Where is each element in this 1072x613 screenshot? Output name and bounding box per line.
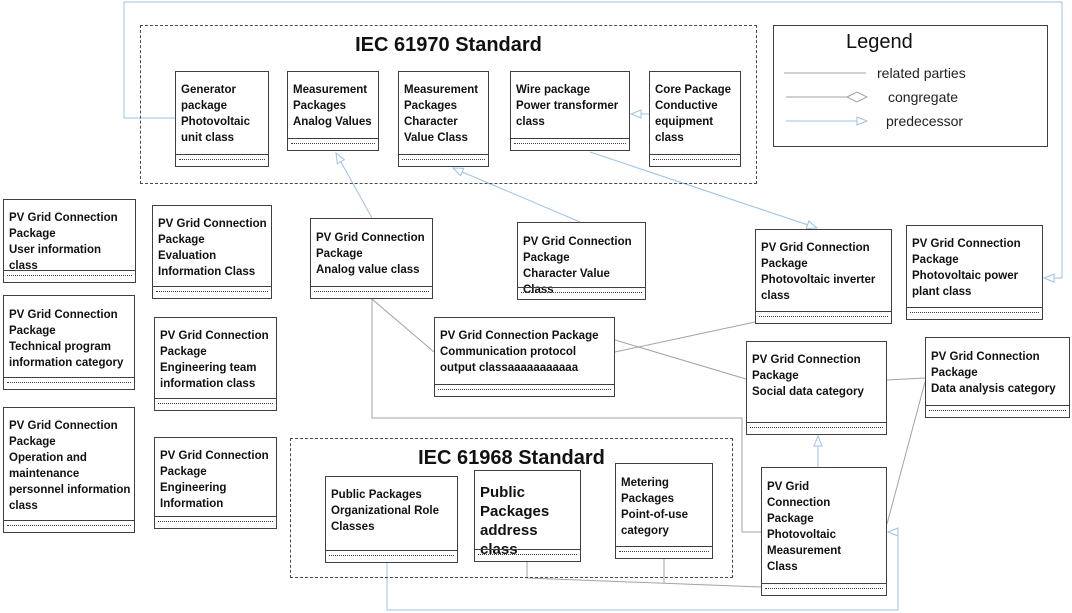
- relation-line-analog-value-to-measurement: [371, 299, 761, 533]
- class-name: Wire package Power transformer class: [516, 84, 619, 128]
- class-attribute-compartment: [4, 270, 135, 282]
- class-attribute-compartment: [311, 286, 432, 298]
- class-technical-program-information: PV Grid Connection Package Technical pro…: [3, 295, 135, 390]
- class-analog-value: PV Grid Connection Package Analog value …: [310, 218, 433, 299]
- class-photovoltaic-measurement: PV Grid Connection Package Photovoltaic …: [761, 467, 887, 596]
- iec-61970-title: IEC 61970 Standard: [355, 34, 542, 56]
- class-name: PV Grid Connection Package Engineering t…: [160, 330, 269, 390]
- class-name: PV Grid Connection Package Photovoltaic …: [912, 238, 1021, 298]
- class-name: PV Grid Connection Package Character Val…: [523, 236, 632, 296]
- class-attribute-compartment: [762, 583, 886, 595]
- class-metering-point-of-use: Metering Packages Point-of-use category: [615, 463, 713, 559]
- class-attribute-compartment: [518, 287, 645, 299]
- relation-line-analog-value-to-communication: [371, 298, 435, 353]
- class-name: Public Packages address class: [480, 484, 550, 558]
- class-attribute-compartment: [4, 377, 134, 389]
- legend-label-predecessor: predecessor: [886, 113, 964, 129]
- class-generator-photovoltaic-unit: Generator package Photovoltaic unit clas…: [175, 71, 269, 167]
- class-name: PV Grid Connection Package Engineering I…: [160, 450, 269, 510]
- class-measurement-character-value: Measurement Packages Character Value Cla…: [398, 71, 489, 167]
- relation-line-data-analysis-to-measurement: [886, 381, 926, 525]
- predecessor-arrow-wire-package-to-inverter: [589, 151, 817, 228]
- class-name: PV Grid Connection Package Analog value …: [316, 232, 425, 276]
- predecessor-arrow-character-value-to-measurement-character: [453, 168, 581, 223]
- class-name: Generator package Photovoltaic unit clas…: [181, 84, 251, 144]
- legend-symbols: [784, 72, 869, 146]
- class-engineering-information: PV Grid Connection Package Engineering I…: [154, 437, 277, 529]
- class-name: PV Grid Connection Package Social data c…: [752, 354, 864, 398]
- class-attribute-compartment: [747, 422, 886, 434]
- class-measurement-analog-values: Measurement Packages Analog Values: [287, 71, 379, 151]
- relation-line-communication-to-social-data: [614, 339, 747, 380]
- class-name: Metering Packages Point-of-use category: [621, 477, 689, 537]
- iec-61968-title: IEC 61968 Standard: [418, 447, 605, 469]
- legend-label-congregate: congregate: [888, 89, 959, 105]
- class-evaluation-information: PV Grid Connection Package Evaluation In…: [152, 205, 272, 299]
- relation-line-communication-to-inverter: [614, 321, 756, 353]
- class-name: Public Packages Organizational Role Clas…: [331, 489, 439, 533]
- class-photovoltaic-power-plant: PV Grid Connection Package Photovoltaic …: [906, 225, 1043, 320]
- class-user-information: PV Grid Connection Package User informat…: [3, 199, 136, 283]
- class-name: PV Grid Connection Package Operation and…: [9, 420, 131, 512]
- class-wire-power-transformer: Wire package Power transformer class: [510, 71, 630, 151]
- class-address: Public Packages address class: [474, 470, 581, 562]
- class-attribute-compartment: [176, 154, 268, 166]
- class-name: PV Grid Connection Package Communication…: [440, 330, 599, 374]
- legend-label-related-parties: related parties: [877, 65, 966, 81]
- class-communication-protocol-output: PV Grid Connection Package Communication…: [434, 317, 615, 397]
- class-attribute-compartment: [155, 516, 276, 528]
- class-attribute-compartment: [756, 311, 891, 323]
- class-attribute-compartment: [475, 549, 580, 561]
- relation-line-social-data-to-data-analysis: [886, 377, 926, 381]
- class-attribute-compartment: [616, 546, 712, 558]
- relation-line-address-to-measurement: [526, 562, 762, 588]
- class-name: PV Grid Connection Package User informat…: [9, 212, 118, 272]
- class-operation-maintenance-personnel-information: PV Grid Connection Package Operation and…: [3, 407, 135, 533]
- class-attribute-compartment: [153, 286, 271, 298]
- legend: Legend related parties congregate predec…: [773, 25, 1048, 147]
- class-name: PV Grid Connection Package Technical pro…: [9, 309, 124, 369]
- hollow-diamond-icon: [845, 91, 869, 103]
- predecessor-line-organizational-role-to-measurement: [386, 532, 899, 611]
- class-attribute-compartment: [435, 384, 614, 396]
- class-attribute-compartment: [926, 405, 1069, 417]
- class-engineering-team-information: PV Grid Connection Package Engineering t…: [154, 317, 277, 411]
- iec-61970-package-frame: IEC 61970 Standard: [140, 25, 757, 184]
- class-attribute-compartment: [907, 307, 1042, 319]
- class-name: Core Package Conductive equipment class: [655, 84, 732, 144]
- predecessor-arrow-analog-value-to-measurement-analog: [336, 153, 373, 219]
- class-character-value: PV Grid Connection Package Character Val…: [517, 222, 646, 300]
- iec-61968-package-frame: IEC 61968 Standard: [290, 438, 733, 578]
- class-attribute-compartment: [4, 520, 134, 532]
- class-core-conductive-equipment: Core Package Conductive equipment class: [649, 71, 741, 167]
- class-social-data-category: PV Grid Connection Package Social data c…: [746, 341, 887, 435]
- legend-title: Legend: [846, 31, 913, 53]
- class-data-analysis-category: PV Grid Connection Package Data analysis…: [925, 337, 1070, 418]
- class-name: PV Grid Connection Package Photovoltaic …: [761, 242, 876, 302]
- class-attribute-compartment: [326, 550, 457, 562]
- class-name: Measurement Packages Character Value Cla…: [404, 84, 479, 144]
- class-name: PV Grid Connection Package Photovoltaic …: [767, 481, 842, 573]
- class-organizational-role: Public Packages Organizational Role Clas…: [325, 476, 458, 563]
- class-photovoltaic-inverter: PV Grid Connection Package Photovoltaic …: [755, 229, 892, 324]
- class-name: PV Grid Connection Package Data analysis…: [931, 351, 1056, 395]
- predecessor-line-generator-package-to-power-plant: [123, 1, 1063, 278]
- class-attribute-compartment: [399, 154, 488, 166]
- class-name: PV Grid Connection Package Evaluation In…: [158, 218, 267, 278]
- class-attribute-compartment: [155, 398, 276, 410]
- class-attribute-compartment: [650, 154, 740, 166]
- class-name: Measurement Packages Analog Values: [293, 84, 372, 128]
- class-attribute-compartment: [511, 138, 629, 150]
- class-attribute-compartment: [288, 138, 378, 150]
